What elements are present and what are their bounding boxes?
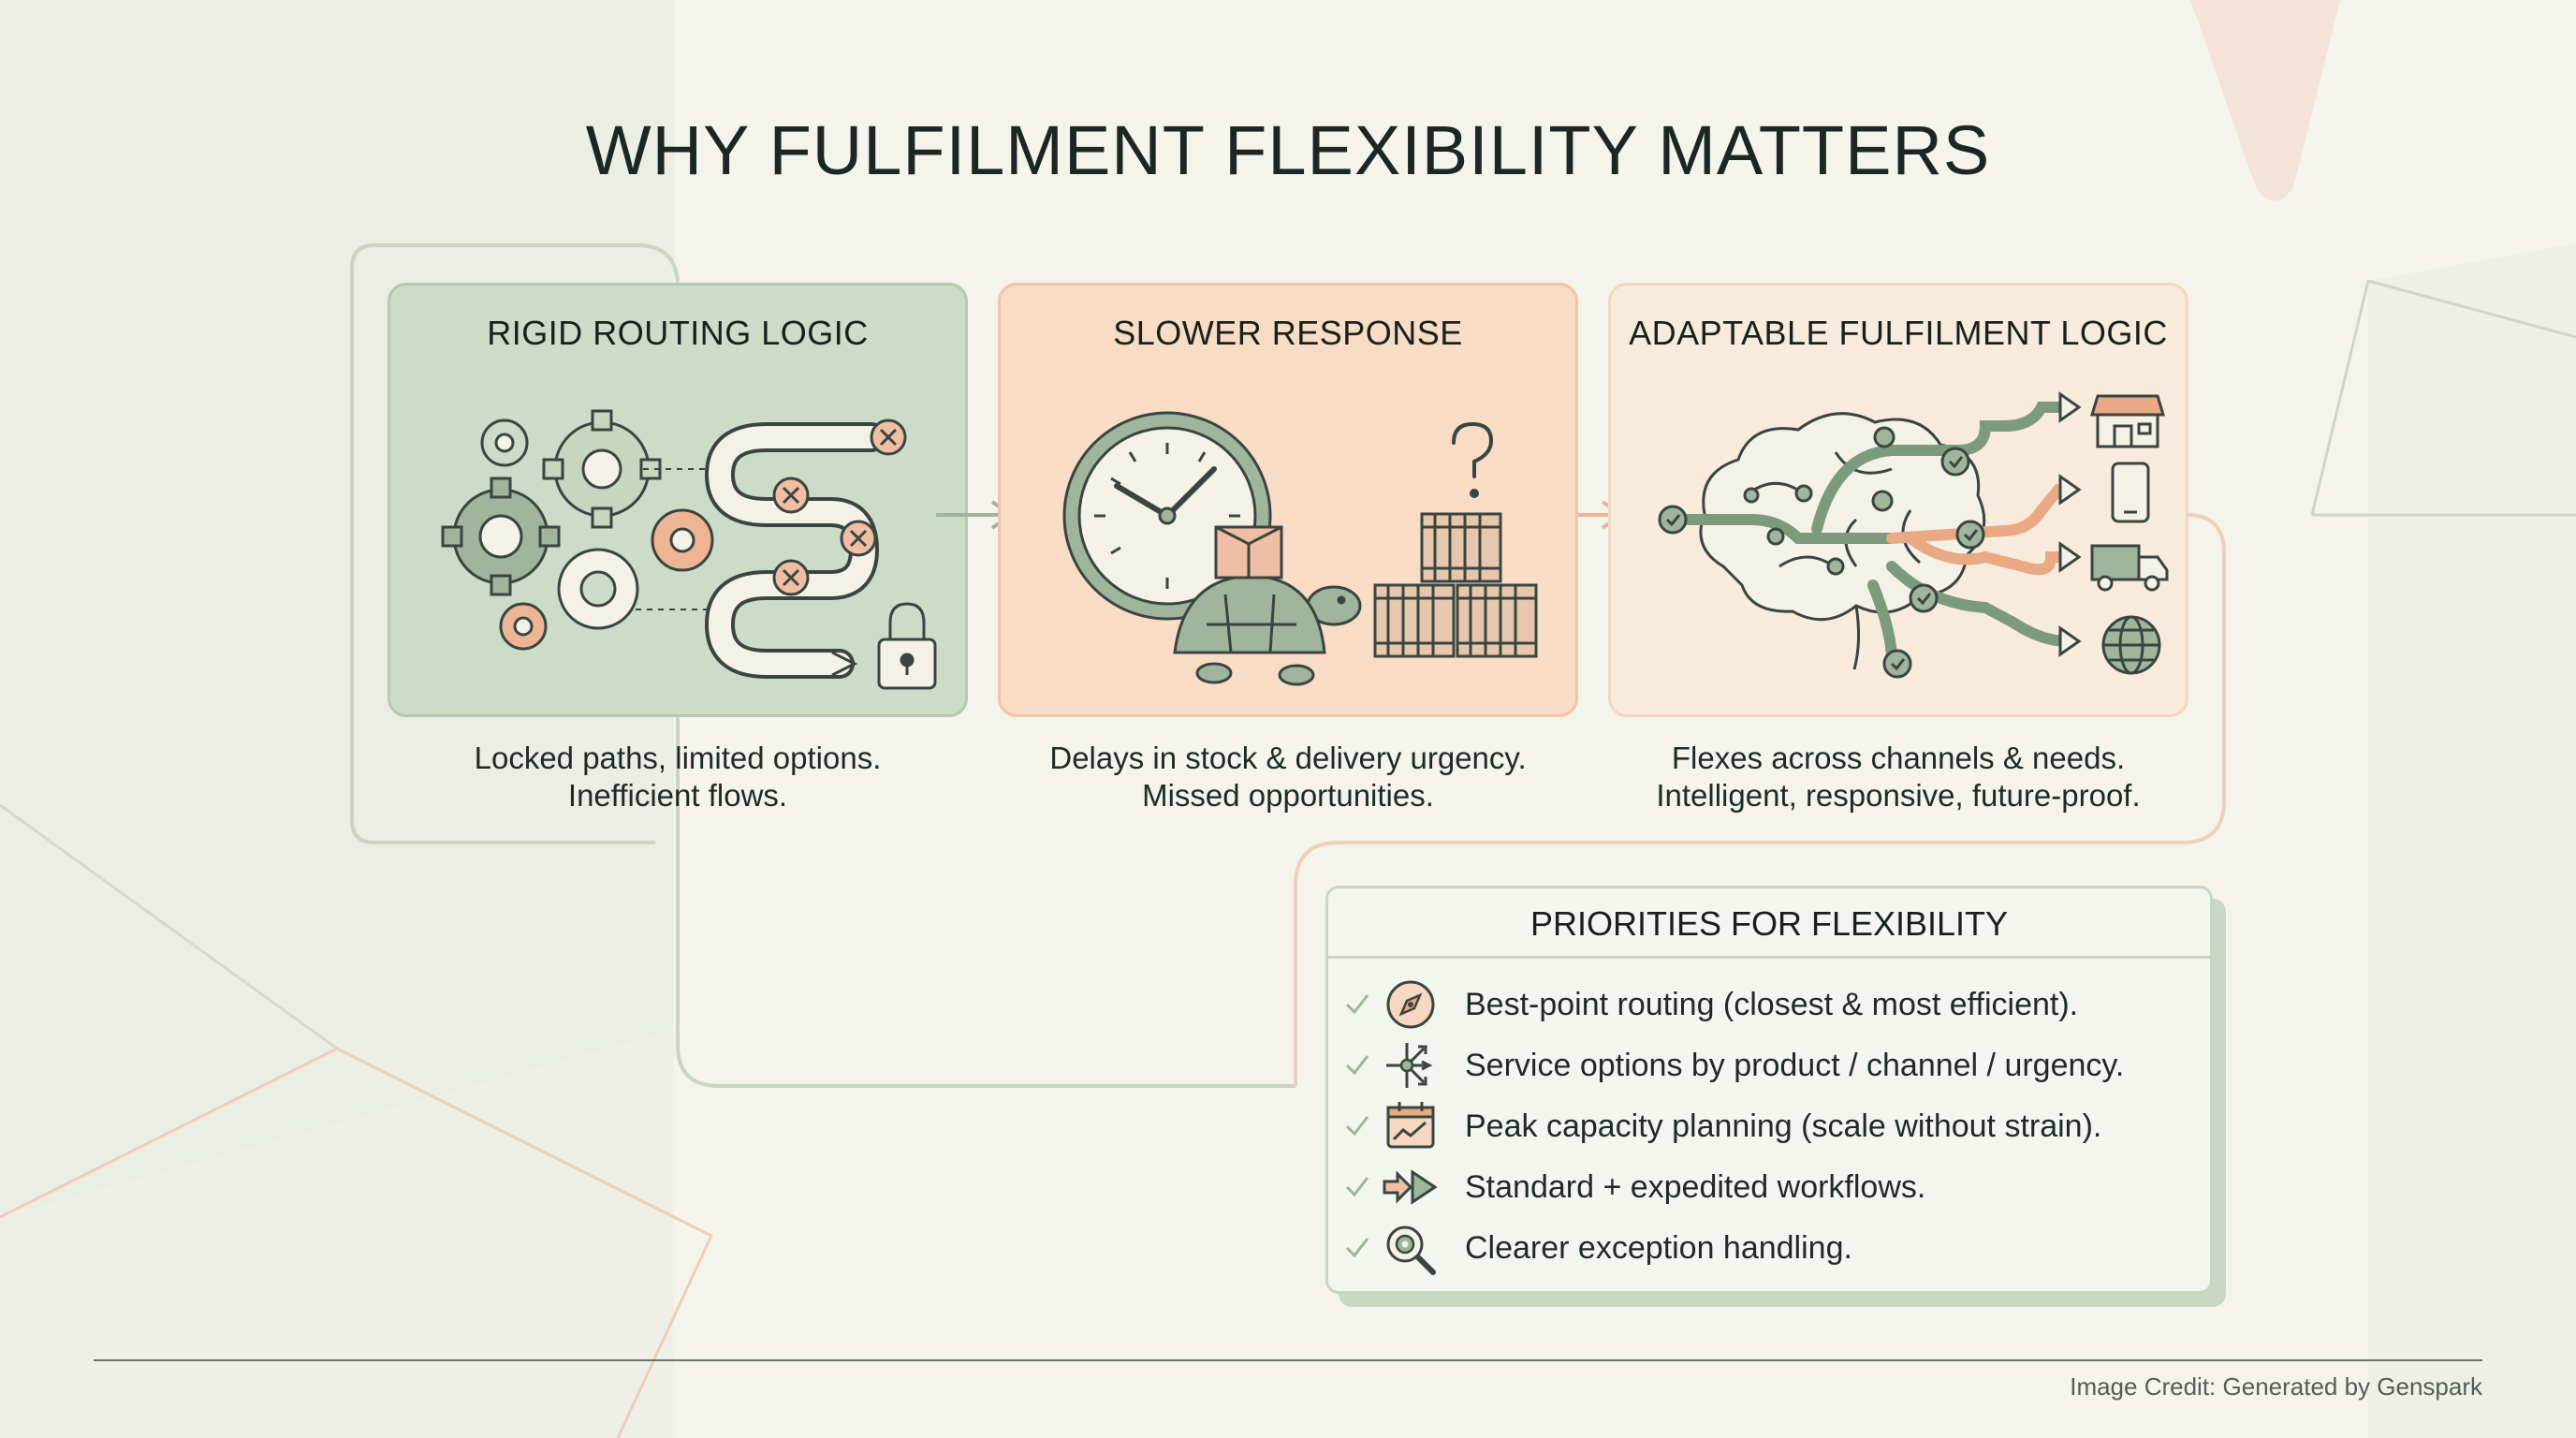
- compass-icon: [1386, 980, 1435, 1029]
- check-node-icon: [1658, 447, 1985, 679]
- double-arrow-icon: [1383, 1169, 1438, 1205]
- image-credit: Image Credit: Generated by Genspark: [2070, 1372, 2482, 1401]
- check-icon: [1345, 1116, 1369, 1137]
- route-path: [1905, 533, 2073, 576]
- check-icon: [1345, 994, 1369, 1015]
- lock-icon: [877, 602, 937, 690]
- check-icon: [1345, 1055, 1369, 1076]
- caption-rigid-routing: Locked paths, limited options. Inefficie…: [369, 740, 987, 814]
- calendar-chart-icon: [1386, 1102, 1435, 1149]
- package-box-icon: [1214, 525, 1283, 580]
- list-item: Service options by product / channel / u…: [1328, 1037, 2210, 1093]
- phone-icon: [2111, 462, 2150, 523]
- priority-text: Clearer exception handling.: [1465, 1230, 1852, 1266]
- globe-icon: [2101, 615, 2161, 675]
- caption-slower-response: Delays in stock & delivery urgency. Miss…: [979, 740, 1597, 814]
- priorities-box: PRIORITIES FOR FLEXIBILITY Best-point ro…: [1325, 886, 2213, 1294]
- gear-magnifier-icon: [1386, 1225, 1436, 1275]
- panel-title: RIGID ROUTING LOGIC: [487, 314, 869, 352]
- list-item: Clearer exception handling.: [1328, 1220, 2210, 1276]
- route-path: [1811, 402, 2073, 535]
- caption-line: Missed opportunities.: [1142, 778, 1434, 813]
- page-title: WHY FULFILMENT FLEXIBILITY MATTERS: [585, 111, 1991, 189]
- panel-rigid-routing: RIGID ROUTING LOGIC: [388, 283, 968, 717]
- route-path: [1671, 514, 1897, 544]
- priority-text: Peak capacity planning (scale without st…: [1465, 1108, 2102, 1144]
- gears-maze-illustration: [441, 409, 937, 690]
- caption-line: Inefficient flows.: [567, 778, 788, 813]
- list-item: Best-point routing (closest & most effic…: [1328, 976, 2210, 1033]
- priorities-title: PRIORITIES FOR FLEXIBILITY: [1328, 888, 2210, 959]
- check-icon: [1345, 1177, 1369, 1197]
- question-mark-icon: [1452, 421, 1494, 498]
- crates-icon: [1373, 512, 1538, 658]
- panel-slower-response: SLOWER RESPONSE: [998, 283, 1578, 717]
- panel-title: SLOWER RESPONSE: [1113, 314, 1463, 352]
- footer-divider: [94, 1359, 2482, 1361]
- store-icon: [2089, 394, 2166, 448]
- list-item: Standard + expedited workflows.: [1328, 1159, 2210, 1215]
- gear-icon: [441, 477, 561, 596]
- priority-text: Service options by product / channel / u…: [1465, 1048, 2125, 1083]
- gear-icon: [542, 409, 662, 529]
- caption-line: Locked paths, limited options.: [474, 741, 882, 775]
- turtle-icon: [1173, 574, 1362, 686]
- clock-turtle-illustration: [1062, 411, 1538, 686]
- list-item: Peak capacity planning (scale without st…: [1328, 1098, 2210, 1154]
- caption-line: Flexes across channels & needs.: [1671, 741, 2126, 775]
- caption-line: Delays in stock & delivery urgency.: [1049, 741, 1527, 775]
- clock-icon: [1062, 411, 1272, 621]
- panel-title: ADAPTABLE FULFILMENT LOGIC: [1629, 314, 2168, 352]
- priority-text: Standard + expedited workflows.: [1465, 1169, 1926, 1205]
- gear-icon: [480, 418, 529, 467]
- truck-icon: [2090, 544, 2169, 592]
- brain-network-illustration: [1658, 391, 2169, 679]
- caption-adaptable-logic: Flexes across channels & needs. Intellig…: [1589, 740, 2207, 814]
- gear-icon: [651, 508, 714, 572]
- panel-adaptable-logic: ADAPTABLE FULFILMENT LOGIC: [1608, 283, 2188, 717]
- blocked-x-icon: [772, 418, 907, 596]
- route-path: [1886, 561, 2073, 647]
- caption-line: Intelligent, responsive, future-proof.: [1656, 778, 2141, 813]
- route-path: [1886, 484, 2073, 544]
- gear-icon: [499, 602, 548, 651]
- priority-text: Best-point routing (closest & most effic…: [1465, 987, 2079, 1022]
- gear-icon: [557, 548, 639, 630]
- check-icon: [1345, 1238, 1369, 1258]
- branching-arrows-icon: [1386, 1043, 1433, 1088]
